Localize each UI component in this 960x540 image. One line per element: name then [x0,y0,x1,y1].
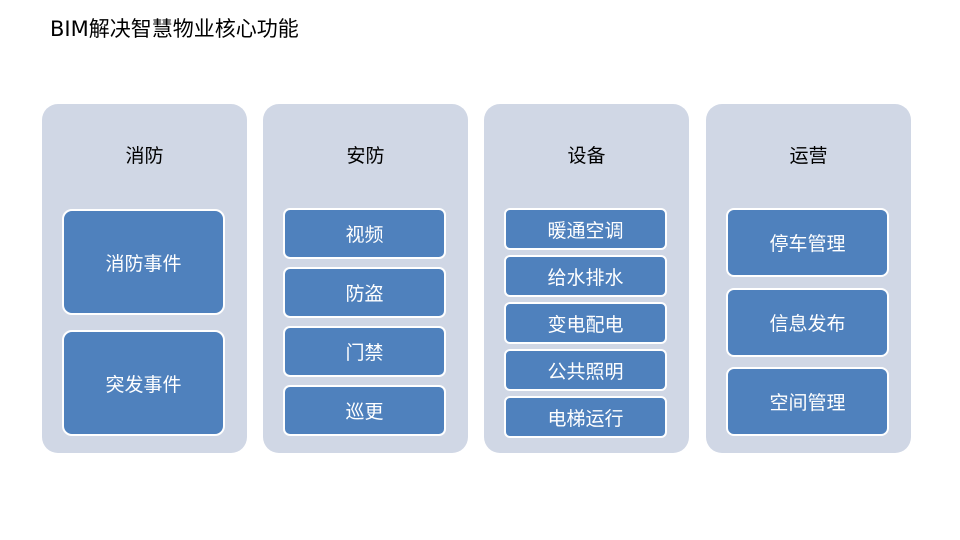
column-fire-protection: 消防 消防事件 突发事件 [42,104,247,453]
item-patrol[interactable]: 巡更 [283,385,446,436]
item-anti-theft[interactable]: 防盗 [283,267,446,318]
column-heading: 消防 [125,145,164,167]
column-heading: 安防 [346,145,385,167]
item-elevator-operation[interactable]: 电梯运行 [504,396,667,438]
item-hvac[interactable]: 暖通空调 [504,208,667,250]
item-video[interactable]: 视频 [283,208,446,259]
column-security: 安防 视频 防盗 门禁 巡更 [263,104,468,453]
column-equipment: 设备 暖通空调 给水排水 变电配电 公共照明 电梯运行 [484,104,689,453]
item-fire-event[interactable]: 消防事件 [62,209,225,315]
item-emergency-event[interactable]: 突发事件 [62,330,225,436]
page-title: BIM解决智慧物业核心功能 [50,17,299,41]
column-heading: 设备 [567,145,606,167]
item-power-distribution[interactable]: 变电配电 [504,302,667,344]
item-access-control[interactable]: 门禁 [283,326,446,377]
column-heading: 运营 [789,145,828,167]
item-public-lighting[interactable]: 公共照明 [504,349,667,391]
item-parking-management[interactable]: 停车管理 [726,208,889,277]
item-water-supply-drainage[interactable]: 给水排水 [504,255,667,297]
item-information-publishing[interactable]: 信息发布 [726,288,889,357]
item-space-management[interactable]: 空间管理 [726,367,889,436]
column-operations: 运营 停车管理 信息发布 空间管理 [706,104,911,453]
